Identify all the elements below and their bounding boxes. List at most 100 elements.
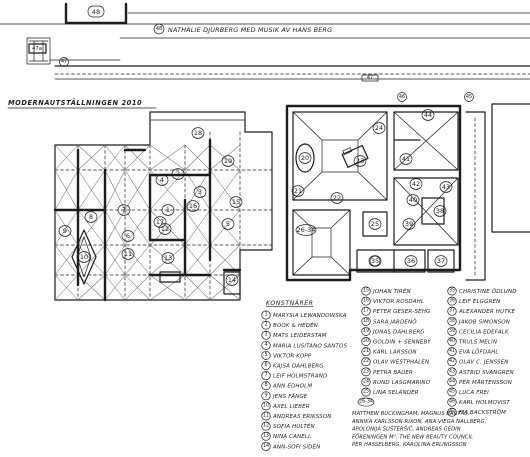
room-number: 24	[375, 124, 383, 132]
room-badge-22: 22	[330, 192, 344, 204]
room-badge-24: 24	[372, 122, 386, 134]
room-number: 35	[371, 257, 379, 265]
legend-artist: JOHAN TIRÉN	[372, 287, 411, 295]
legend-artist: KAJSA DAHLBERG	[273, 364, 324, 370]
room-badge-6: 6	[121, 230, 135, 242]
corner-label: 47	[61, 59, 67, 65]
legend-note-line: ANNIKA KARLSSON RIXON, ANA VIEGA NALLBER…	[351, 419, 486, 425]
legend-entry: 23 PETRA BAUER	[361, 367, 413, 377]
room-number: 7	[122, 206, 126, 214]
legend-entry: 7 LEIF HOLMSTRAND	[261, 371, 327, 381]
room-badge-37: 37	[434, 255, 448, 267]
legend-number: 5	[264, 352, 267, 358]
room-number: 41	[402, 155, 410, 163]
legend-number: 4	[264, 342, 267, 348]
legend-number: 46	[449, 399, 455, 405]
legend-artist: PETRA BAUER	[373, 370, 413, 376]
legend-number: 25	[363, 389, 369, 395]
legend-entry: 13 NINA CANELL	[261, 431, 311, 441]
room-number: 9	[63, 227, 67, 235]
legend-artist: PER MÅRTENSSON	[459, 379, 512, 386]
room-number: 18	[194, 129, 202, 137]
legend-artist: KARL HOLMQVIST	[459, 400, 510, 406]
legend-number: 22	[363, 358, 369, 364]
room-number: 22	[333, 194, 341, 202]
room-number: 3	[198, 188, 202, 196]
room-badge-11: 11	[121, 248, 135, 260]
legend-number: 40	[449, 338, 455, 344]
legend-note-line: FÖRENINGEN M², THE NEW BEAUTY COUNCIL	[352, 433, 473, 440]
room-badge-23: 23	[353, 155, 367, 167]
room-badge-8: 8	[84, 211, 98, 223]
legend-artist: ANN EDHOLM	[272, 384, 312, 390]
legend-artist: LUCA FREI	[459, 390, 489, 396]
legend-entry: 5 VIKTOR KOPP	[261, 350, 312, 360]
legend-number: 23	[363, 368, 369, 374]
annex-47a: 47a 47	[26, 37, 121, 67]
legend-artist: FIA BACKSTRÖM	[459, 409, 506, 416]
legend-artist: CECILIA EDEFALK	[459, 329, 509, 335]
legend-artist: JONAS DAHLBERG	[372, 329, 425, 335]
room-number: 11	[124, 250, 132, 258]
room-badge-26-34: 26-34	[295, 224, 317, 236]
room-badge-3: 3	[193, 186, 207, 198]
room-number: 39	[405, 220, 413, 228]
room-badge-4: 4	[155, 174, 169, 186]
legend-number: 20	[363, 338, 369, 344]
room-number: 21	[294, 187, 302, 195]
legend-number: 13	[263, 433, 269, 439]
legend-number: 19	[363, 328, 369, 334]
edge-label-47: 47	[367, 75, 373, 81]
room-number: 6	[126, 232, 130, 240]
legend-artist: OLAV C. JENSSEN	[459, 360, 509, 366]
legend-number: 44	[449, 378, 455, 384]
room-badge-2: 2	[171, 168, 185, 180]
legend-number: 11	[263, 413, 269, 419]
legend-artist: NINA CANELL	[273, 434, 311, 440]
legend-number: 41	[449, 348, 455, 354]
legend-artist: KARL LARSSON	[373, 350, 417, 356]
legend-number: 3	[264, 332, 267, 338]
room-badge-36: 36	[404, 255, 418, 267]
room-number: 13	[164, 254, 172, 262]
legend-entry: 4 MARIA LUSITANO SANTOS	[261, 340, 348, 350]
room-badge-44: 44	[421, 109, 435, 121]
room-number: 8	[89, 213, 93, 221]
legend-number: 26-34	[359, 399, 373, 405]
room-badge-38: 38	[433, 205, 447, 217]
legend-number: 15	[363, 288, 369, 294]
room-badge-7: 7	[117, 204, 131, 216]
legend-group-note: MATTHEW BUCKINGHAM, MAGNUS BÄRTÅS,ANNIKA…	[351, 410, 486, 448]
legend-artist: SOFIA HULTÉN	[273, 422, 315, 430]
legend-entry: 46 KARL HOLMQVIST	[447, 397, 510, 407]
room-number: 25	[371, 220, 379, 228]
legend-number: 47	[449, 409, 455, 415]
legend-artist: MATS LEIDERSTAM	[273, 333, 327, 339]
legend-number: 8	[264, 382, 267, 388]
legend-artist: VIKTOR KOPP	[273, 353, 312, 359]
legend-artist: MARIA LUSITANO SANTOS	[273, 343, 348, 349]
room-badge-13: 13	[161, 252, 175, 264]
legend-entry: 3 MATS LEIDERSTAM	[261, 330, 327, 340]
legend-artist: LEIF HOLMSTRAND	[273, 374, 327, 380]
legend-number: 7	[264, 372, 267, 378]
legend-artist: JAKOB SIMONSON	[458, 319, 510, 325]
legend-number: 16	[363, 298, 369, 304]
top-strip: 48 48 NATHALIE DJURBERG MED MUSIK AV HAN…	[0, 2, 530, 80]
room-badge-10: 10	[77, 251, 91, 263]
legend-note-line: PER HASSELBERG, KAROLINA ERLINGSSON	[352, 442, 467, 448]
